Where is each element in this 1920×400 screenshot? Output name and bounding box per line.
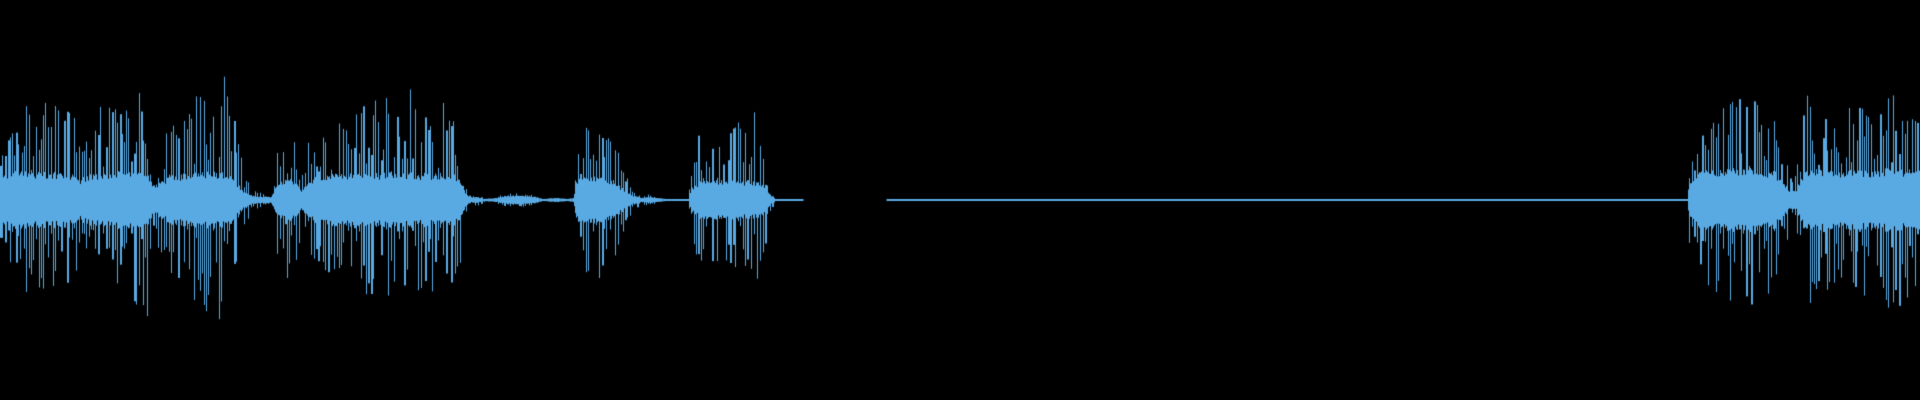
waveform-view	[0, 0, 1920, 400]
audio-waveform[interactable]	[0, 0, 1920, 400]
